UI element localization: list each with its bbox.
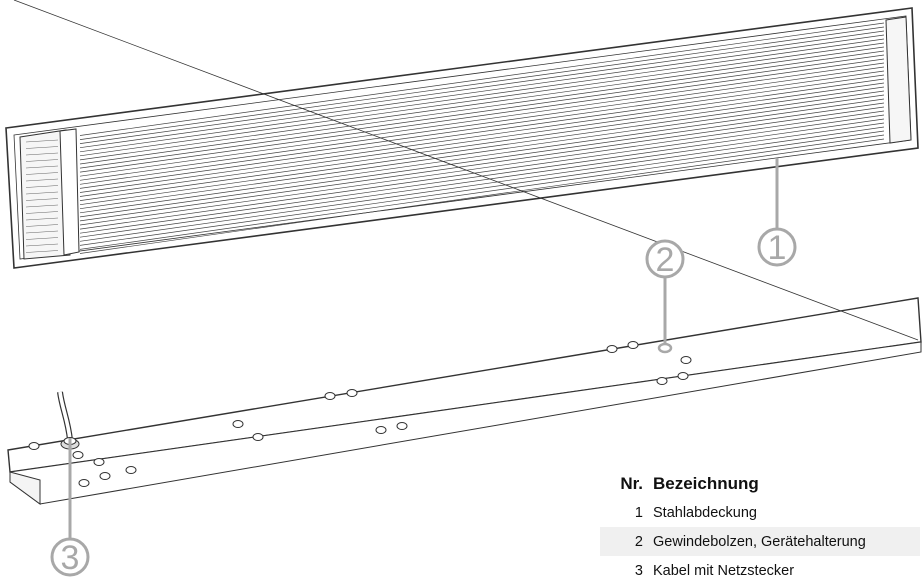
bolt xyxy=(656,377,668,385)
rib-line xyxy=(79,42,885,157)
slot-line xyxy=(25,250,59,253)
slot-line xyxy=(25,243,59,247)
slot-line xyxy=(25,237,59,240)
callout-number: 1 xyxy=(768,229,787,267)
end-cap-slots xyxy=(25,139,59,253)
slot-line xyxy=(25,211,59,214)
rib-line xyxy=(79,34,885,149)
rib-line xyxy=(79,26,885,140)
bolt xyxy=(28,442,40,450)
slot-line xyxy=(25,139,59,143)
rib-line xyxy=(79,66,885,181)
bolt xyxy=(627,341,639,349)
callout-number: 2 xyxy=(656,241,675,279)
rib-line xyxy=(79,38,885,153)
rib-line xyxy=(79,70,885,185)
bolt xyxy=(606,345,618,353)
rib-line xyxy=(79,82,885,197)
slot-line xyxy=(25,204,59,208)
rib-line xyxy=(79,30,885,144)
rib-line xyxy=(79,134,885,250)
bolt xyxy=(346,389,358,397)
steel-cover-ribs xyxy=(79,22,885,254)
rib-line xyxy=(79,126,885,242)
callout-1: 1 xyxy=(757,158,797,267)
rib-line xyxy=(79,98,885,214)
bolt xyxy=(78,479,90,487)
slot-line xyxy=(25,178,59,182)
rib-line xyxy=(79,46,885,161)
rib-line xyxy=(79,50,885,165)
threaded-bolts xyxy=(28,341,692,487)
legend-header: Nr. Bezeichnung xyxy=(600,470,920,498)
rib-line xyxy=(79,54,885,169)
legend-row-nr: 3 xyxy=(634,562,643,579)
callout-number: 3 xyxy=(61,539,80,577)
bolt xyxy=(125,466,137,474)
slot-line xyxy=(25,172,59,175)
rib-line xyxy=(79,114,885,230)
bolt xyxy=(72,451,84,459)
rib-line xyxy=(79,94,885,210)
rib-line xyxy=(79,106,885,222)
bolt xyxy=(252,433,264,441)
slot-line xyxy=(25,152,59,156)
legend-row-nr: 1 xyxy=(634,504,643,521)
slot-line xyxy=(25,185,59,188)
slot-line xyxy=(25,191,59,195)
bolt xyxy=(93,458,105,466)
bolt xyxy=(375,426,387,434)
parts-legend: Nr. Bezeichnung 1 Stahlabdeckung 2 Gewin… xyxy=(600,470,920,585)
slot-line xyxy=(25,217,59,221)
rib-line xyxy=(79,74,885,189)
slot-line xyxy=(25,198,59,201)
legend-row: 2 Gewindebolzen, Gerätehalterung xyxy=(600,527,920,556)
bolt xyxy=(324,392,336,400)
legend-row-label: Stahlabdeckung xyxy=(653,504,757,521)
callout-2: 2 xyxy=(645,239,685,354)
rib-line xyxy=(79,86,885,201)
bolt xyxy=(99,472,111,480)
bolt xyxy=(680,356,692,364)
slot-line xyxy=(25,146,59,149)
cable-with-plug xyxy=(57,391,80,450)
rib-line xyxy=(79,110,885,226)
slot-line xyxy=(25,165,59,169)
slot-line xyxy=(25,224,59,227)
slot-line xyxy=(25,230,59,234)
rib-line xyxy=(79,58,885,173)
bolt xyxy=(677,372,689,380)
legend-row-label: Gewindebolzen, Gerätehalterung xyxy=(653,533,866,550)
slot-line xyxy=(25,159,59,162)
rib-line xyxy=(79,138,885,254)
rib-line xyxy=(79,62,885,177)
bolt xyxy=(396,422,408,430)
legend-row-nr: 2 xyxy=(634,533,643,550)
rib-line xyxy=(79,130,885,246)
legend-row: 1 Stahlabdeckung xyxy=(600,498,920,527)
rib-line xyxy=(79,90,885,206)
rib-line xyxy=(79,122,885,238)
legend-header-label: Bezeichnung xyxy=(653,474,759,493)
legend-header-nr: Nr. xyxy=(620,474,643,493)
legend-row-label: Kabel mit Netzstecker xyxy=(653,562,795,579)
bolt xyxy=(232,420,244,428)
callout-3: 3 xyxy=(50,438,90,577)
rib-line xyxy=(79,102,885,218)
rib-line xyxy=(79,22,885,136)
legend-row: 3 Kabel mit Netzstecker xyxy=(600,556,920,585)
rib-line xyxy=(79,78,885,193)
